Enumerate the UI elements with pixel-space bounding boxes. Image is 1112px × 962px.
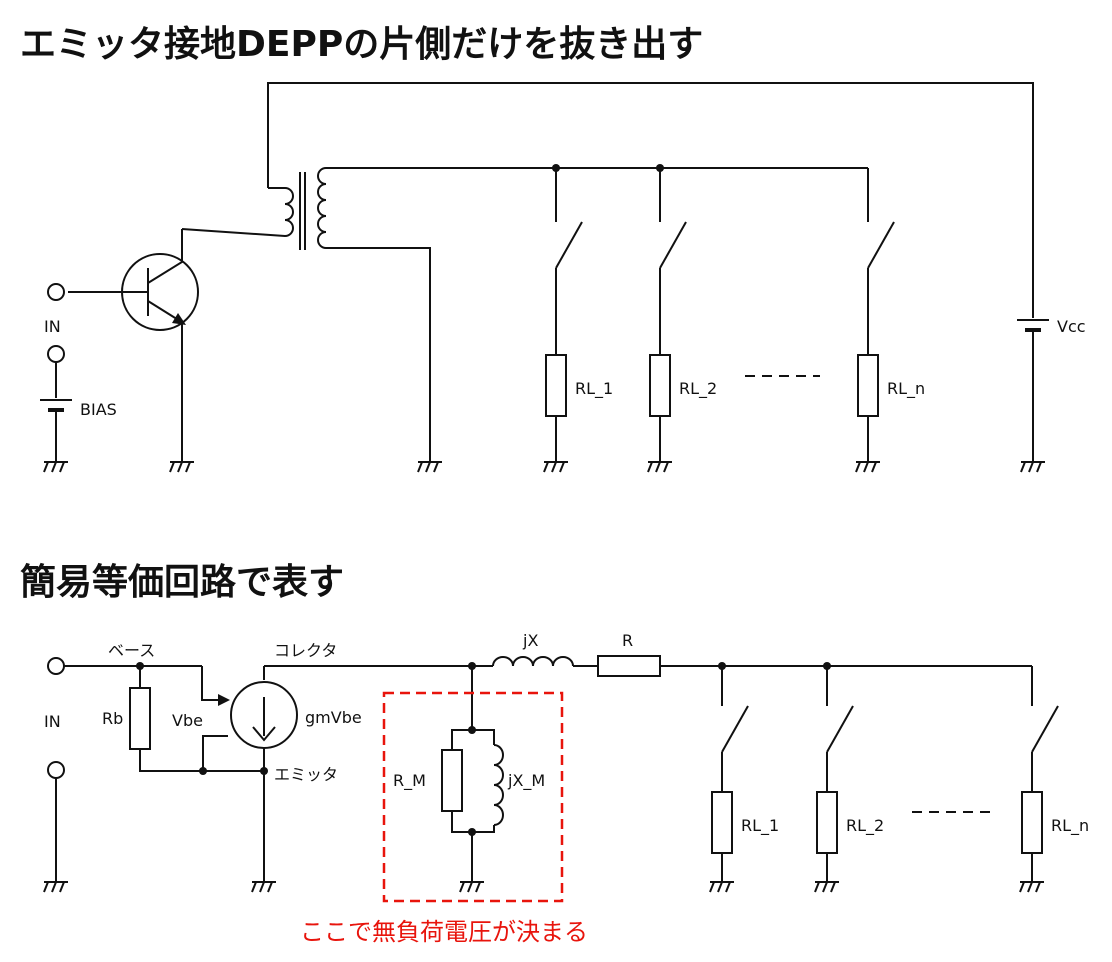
rm-label: R_M	[393, 771, 426, 791]
primary-winding	[181, 187, 294, 238]
r-label: R	[622, 631, 633, 650]
load-label: RL_1	[575, 379, 613, 399]
switch-blade	[659, 221, 687, 269]
load-branch-n: RL_n	[1019, 666, 1089, 893]
load-label: RL_n	[1051, 816, 1089, 836]
series-resistor	[597, 655, 661, 677]
vbe-plus-lead	[201, 666, 226, 701]
ground-symbol-secondary	[417, 461, 443, 473]
load-branch-2: RL_2	[647, 168, 717, 473]
rb-label: Rb	[102, 709, 123, 728]
rb-wire-bottom	[139, 749, 264, 772]
bias-label: BIAS	[80, 400, 117, 419]
ground-symbol-bias	[43, 461, 69, 473]
input-return-terminal	[47, 761, 65, 779]
load-resistor	[649, 354, 671, 417]
jxm-label: jX_M	[507, 771, 545, 791]
transistor-collector	[147, 229, 183, 284]
top-section-title: エミッタ接地DEPPの片側だけを抜き出す	[20, 24, 703, 65]
ground-symbol	[543, 461, 569, 473]
vbe-arrow-head	[218, 694, 230, 706]
vbe-minus-lead	[202, 735, 228, 771]
load-label: RL_1	[741, 816, 779, 836]
base-label: ベース	[108, 641, 155, 660]
ground-symbol-emitter	[251, 881, 277, 893]
ground-symbol	[709, 881, 735, 893]
switch-blade	[826, 705, 854, 753]
top-circuit: IN BIAS Vcc RL_1 RL_2	[40, 82, 1086, 473]
input-label: IN	[44, 317, 61, 336]
bottom-circuit: IN ベース Rb Vbe gmVbe コレクタ エミッタ jX	[43, 631, 1089, 946]
switch-blade	[721, 705, 749, 753]
vcc-label: Vcc	[1057, 317, 1086, 336]
ground-symbol	[647, 461, 673, 473]
load-branch-n: RL_n	[855, 168, 925, 473]
vcc-rail-wire	[267, 82, 1034, 318]
load-branch-1: RL_1	[543, 168, 613, 473]
load-resistor	[711, 791, 733, 854]
highlight-box	[382, 691, 564, 903]
load-label: RL_n	[887, 379, 925, 399]
emitter-label: エミッタ	[274, 765, 338, 784]
load-resistor	[1021, 791, 1043, 854]
ground-symbol-magnetizing	[459, 881, 485, 893]
bias-terminal	[47, 345, 65, 363]
switch-blade	[555, 221, 583, 269]
switch-blade	[867, 221, 895, 269]
magnetizing-inductor	[493, 744, 504, 826]
highlight-note: ここで無負荷電圧が決まる	[300, 918, 588, 946]
collector-label: コレクタ	[274, 641, 337, 660]
ground-symbol-input	[43, 881, 69, 893]
transistor-emitter	[147, 300, 181, 322]
ground-symbol	[814, 881, 840, 893]
load-branch-1: RL_1	[709, 666, 779, 893]
load-label: RL_2	[679, 379, 717, 399]
ground-symbol	[855, 461, 881, 473]
load-resistor	[816, 791, 838, 854]
current-source-arrow-head	[252, 726, 276, 742]
jx-label: jX	[522, 631, 538, 650]
bottom-section-title: 簡易等価回路で表す	[20, 562, 344, 603]
load-label: RL_2	[846, 816, 884, 836]
vbe-label: Vbe	[172, 711, 203, 730]
load-resistor	[857, 354, 879, 417]
secondary-bottom-wire	[326, 247, 431, 462]
rb-resistor	[129, 687, 151, 750]
magnetizing-resistor	[441, 749, 463, 812]
magnetizing-top-split	[451, 729, 495, 750]
ground-symbol-vcc	[1020, 461, 1046, 473]
input-label: IN	[44, 712, 61, 731]
load-branch-2: RL_2	[814, 666, 884, 893]
series-inductor	[492, 656, 574, 667]
secondary-winding	[317, 167, 327, 249]
switch-blade	[1031, 705, 1059, 753]
emitter-arrow	[172, 313, 186, 325]
source-label: gmVbe	[305, 708, 362, 727]
input-terminal	[47, 283, 65, 301]
ground-symbol-emitter	[169, 461, 195, 473]
load-resistor	[545, 354, 567, 417]
ground-symbol	[1019, 881, 1045, 893]
input-terminal	[47, 657, 65, 675]
